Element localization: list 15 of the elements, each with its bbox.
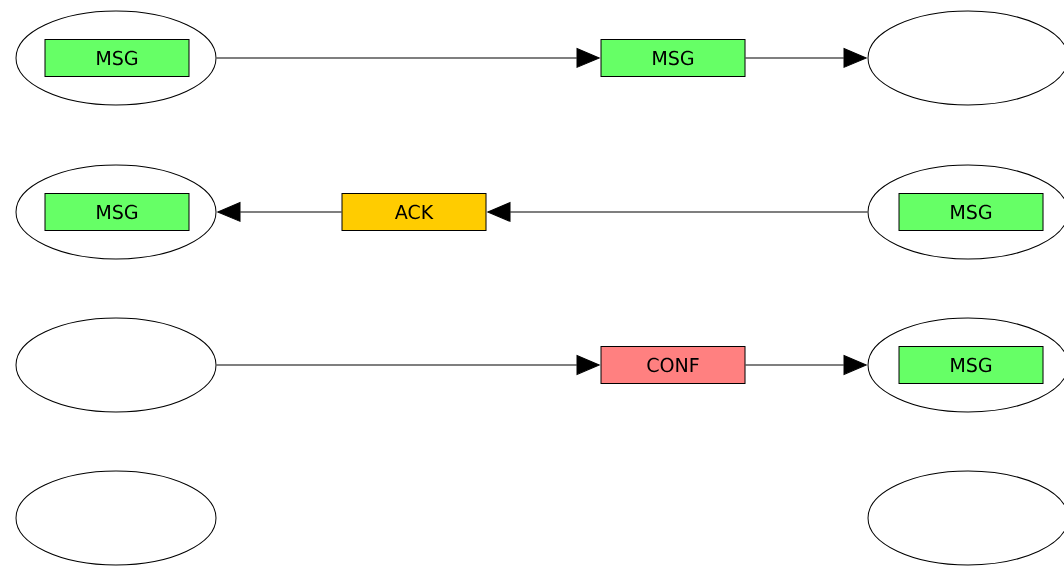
message-box: MSG [44,39,190,77]
message-box: CONF [600,346,746,384]
arrow [216,355,600,375]
ellipse-shape [15,470,217,566]
message-box: MSG [600,39,746,77]
arrow [745,48,867,68]
arrow [216,48,600,68]
message-box: MSG [898,346,1044,384]
message-box: MSG [898,193,1044,231]
arrow [217,202,342,222]
message-box: MSG [44,193,190,231]
arrow [487,202,868,222]
ellipse-shape [15,317,217,413]
message-box: ACK [341,193,487,231]
arrow [745,355,867,375]
